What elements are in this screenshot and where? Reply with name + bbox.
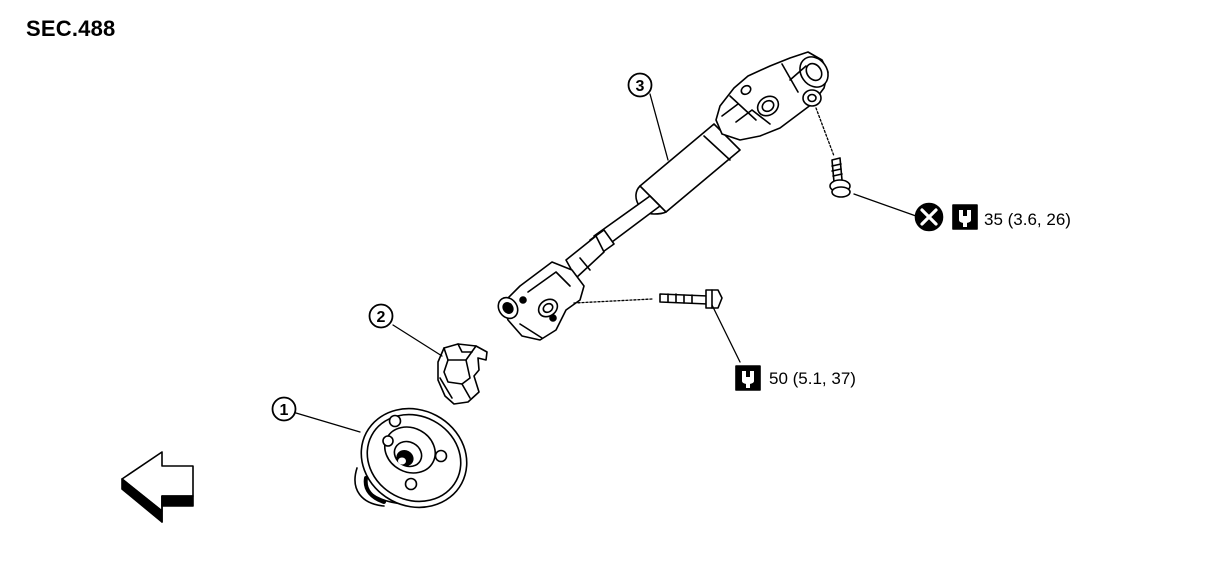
torque-wrench-icon — [735, 365, 761, 391]
callout-2 — [368, 303, 394, 329]
section-title: SEC.488 — [26, 16, 116, 41]
upper-bolt-torque: 35 (3.6, 26) — [984, 210, 1071, 229]
callout-3 — [627, 72, 653, 98]
upper-bolt — [829, 157, 851, 198]
do-not-reuse-icon — [914, 202, 944, 232]
clip-part-2 — [437, 343, 488, 405]
front-arrow-icon — [121, 451, 194, 523]
callout-1 — [271, 396, 297, 422]
callout-1-label: 1 — [280, 402, 289, 419]
leader-lines — [295, 93, 917, 433]
callout-2-label: 2 — [377, 309, 386, 326]
torque-wrench-icon — [952, 204, 978, 230]
callout-3-label: 3 — [636, 78, 645, 95]
lower-shaft-part-3 — [497, 51, 829, 341]
lower-bolt — [659, 289, 723, 309]
lower-bolt-torque: 50 (5.1, 37) — [769, 369, 856, 388]
hole-cover-part-1 — [354, 407, 468, 509]
